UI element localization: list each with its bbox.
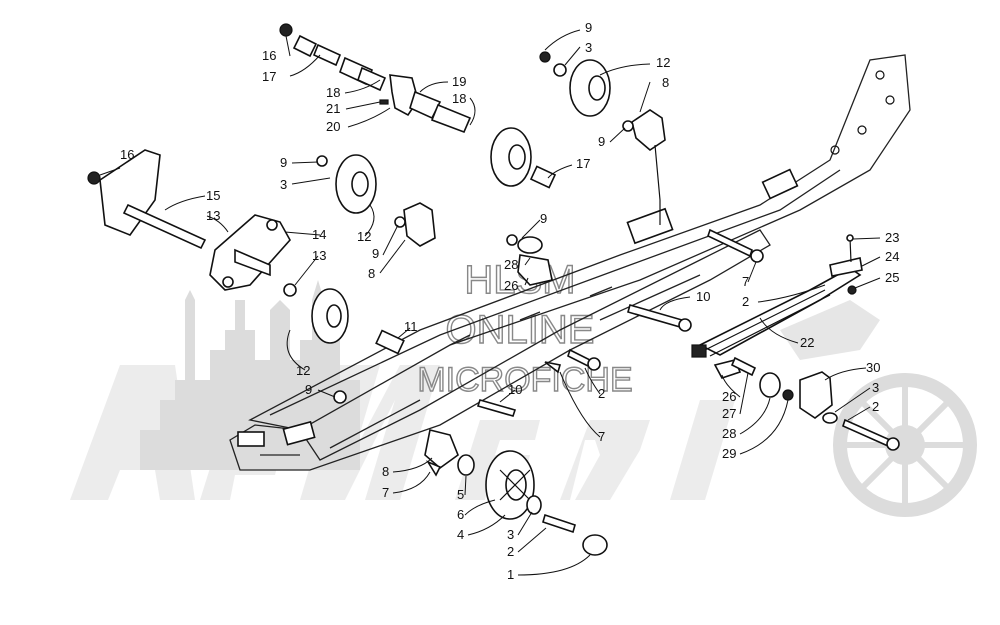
callout-labels: 16 17 18 21 20 19 18 9 3 12 8 9 17 16 9 … (120, 20, 899, 582)
callout-2-right-upper: 2 (742, 294, 749, 309)
callout-26-right: 26 (722, 389, 736, 404)
callout-29: 29 (722, 446, 736, 461)
pivot-arm-14 (209, 214, 291, 291)
callout-8-top-right: 8 (662, 75, 669, 90)
callout-8-mid: 8 (368, 266, 375, 281)
callout-5: 5 (457, 487, 464, 502)
callout-13-upper: 13 (206, 208, 220, 223)
callout-10-upper: 10 (696, 289, 710, 304)
callout-21: 21 (326, 101, 340, 116)
callout-3-bottom: 3 (507, 527, 514, 542)
parts (87, 23, 900, 556)
callout-16-left: 16 (120, 147, 134, 162)
callout-23: 23 (885, 230, 899, 245)
callout-1: 1 (507, 567, 514, 582)
callout-25: 25 (885, 270, 899, 285)
callout-15: 15 (206, 188, 220, 203)
callout-17-right: 17 (576, 156, 590, 171)
callout-24: 24 (885, 249, 899, 264)
callout-3-right-lower: 3 (872, 380, 879, 395)
callout-9-mid: 9 (372, 246, 379, 261)
callout-28-center: 28 (504, 257, 518, 272)
callout-12-top-right: 12 (656, 55, 670, 70)
callout-8-lower: 8 (382, 464, 389, 479)
callout-7-center-lower: 7 (598, 429, 605, 444)
callout-9-lower-left: 9 (305, 382, 312, 397)
rear-cross-shaft (122, 203, 207, 250)
callout-3-upper-left: 3 (280, 177, 287, 192)
callout-12-upper-left: 12 (357, 229, 371, 244)
spacer-11 (375, 329, 405, 355)
front-wheel-group (333, 390, 608, 556)
suspension-arm-22 (691, 234, 863, 358)
wheel-bracket-mid (394, 202, 436, 247)
callout-27: 27 (722, 406, 736, 421)
idler-wheel-upper-mid (490, 127, 557, 189)
idler-wheel-top-right (539, 51, 611, 117)
callout-18-right: 18 (452, 91, 466, 106)
callout-3-top-right: 3 (585, 40, 592, 55)
callout-20: 20 (326, 119, 340, 134)
callout-13-lower: 13 (312, 248, 326, 263)
callout-9-right: 9 (598, 134, 605, 149)
callout-10-lower: 10 (508, 382, 522, 397)
callout-2-center-lower: 2 (598, 386, 605, 401)
leader-lines (99, 29, 881, 576)
callout-14: 14 (312, 227, 326, 242)
callout-2-right-lower: 2 (872, 399, 879, 414)
callout-26-center: 26 (504, 278, 518, 293)
callout-17-top: 17 (262, 69, 276, 84)
idler-wheel-lower-left (283, 283, 349, 344)
wheel-bracket-right (622, 109, 666, 225)
callout-2-bottom: 2 (507, 544, 514, 559)
watermark-skyline (140, 280, 360, 470)
callout-18-upper: 18 (326, 85, 340, 100)
slide-rail-frame (99, 54, 911, 471)
lower-right-cluster (713, 356, 900, 451)
callout-19: 19 (452, 74, 466, 89)
callout-4: 4 (457, 527, 464, 542)
callout-22: 22 (800, 335, 814, 350)
callout-7-lower: 7 (382, 485, 389, 500)
callout-7-right-upper: 7 (742, 274, 749, 289)
callout-28-right: 28 (722, 426, 736, 441)
callout-9-upper-left: 9 (280, 155, 287, 170)
callout-6: 6 (457, 507, 464, 522)
callout-9-center: 9 (540, 211, 547, 226)
upper-shaft-assembly (279, 23, 472, 134)
nut-16-left (87, 171, 101, 185)
callout-12-lower-left: 12 (296, 363, 310, 378)
callout-16-top: 16 (262, 48, 276, 63)
watermark-line-2: ONLINE (446, 308, 595, 352)
idler-wheel-upper-left (316, 154, 377, 214)
callout-9-top-right: 9 (585, 20, 592, 35)
callout-11: 11 (404, 319, 418, 334)
callout-30: 30 (866, 360, 880, 375)
bolts (476, 228, 764, 417)
